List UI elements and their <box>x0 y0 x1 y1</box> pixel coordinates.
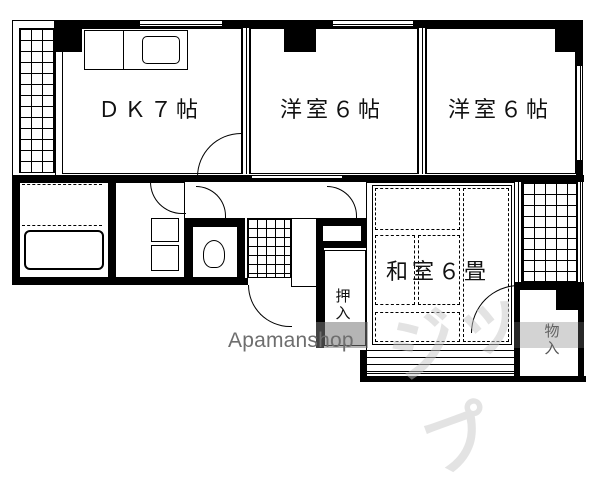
japanese-engawa-lines <box>366 350 516 374</box>
dk-room-label: ＤＫ７帖 <box>98 98 203 123</box>
watermark-band-left <box>316 322 368 348</box>
hall-opening <box>252 175 342 180</box>
toilet-door-swing-icon <box>196 186 226 218</box>
right-balcony-grid <box>522 182 577 282</box>
tatami-4 <box>375 312 460 342</box>
dk-western1-partition <box>242 28 250 174</box>
oshiire-label-top: 押 <box>335 287 351 305</box>
western1-western2-partition <box>418 28 426 174</box>
western1-pillar <box>284 28 316 52</box>
washbasin-icon <box>151 218 179 242</box>
western2-right-window <box>576 66 583 160</box>
right-balcony-railing <box>577 182 583 282</box>
monoire-pillar <box>556 282 584 310</box>
entrance-door-swing-icon <box>248 285 292 327</box>
japanese-room-label: 和室６畳 <box>386 260 491 285</box>
kitchen-stove-area <box>84 30 124 70</box>
bath-wash-divider <box>109 182 115 278</box>
western-room-2-label: 洋室６帖 <box>448 98 553 123</box>
entrance-tile-grid <box>247 218 291 278</box>
tatami-1 <box>375 188 460 230</box>
western-room-1-label: 洋室６帖 <box>280 98 385 123</box>
japanese-bottom-wall <box>360 376 586 382</box>
japanese-right-partition <box>514 182 522 282</box>
japanese-left-pillar <box>360 350 367 382</box>
top-wall <box>54 20 582 28</box>
dk-top-window <box>140 20 222 27</box>
monoire-label-top: 物 <box>543 323 561 340</box>
entrance-bottom-wall <box>12 278 248 285</box>
oshiire-label-bottom: 入 <box>335 304 351 322</box>
toilet-icon <box>203 240 225 268</box>
storage-door-swing-icon <box>327 186 357 218</box>
watermark-band-right <box>514 322 584 348</box>
monoire-label-bottom: 入 <box>544 339 560 357</box>
dk-corner-pillar <box>54 20 82 52</box>
floor-plan: ＤＫ７帖 洋室６帖 洋室６帖 押 入 和室６畳 <box>12 20 586 491</box>
bathtub-icon <box>24 230 104 270</box>
tatami-2 <box>375 235 415 305</box>
oshiire-wall <box>316 248 324 348</box>
tatami-3 <box>418 235 460 305</box>
tatami-5 <box>463 188 509 342</box>
lower-left-wall <box>12 175 19 285</box>
western-room-2 <box>426 28 576 174</box>
left-balcony-grid <box>19 28 55 173</box>
bathroom-floor-grid <box>22 184 102 226</box>
sink-icon <box>142 36 180 64</box>
washing-machine-icon <box>151 245 179 271</box>
entrance-right-wall <box>291 218 318 287</box>
hall-storage <box>322 225 362 242</box>
western1-top-window <box>333 20 413 27</box>
western-room-1 <box>250 28 418 174</box>
watermark-text: Apamanshop <box>228 329 354 352</box>
